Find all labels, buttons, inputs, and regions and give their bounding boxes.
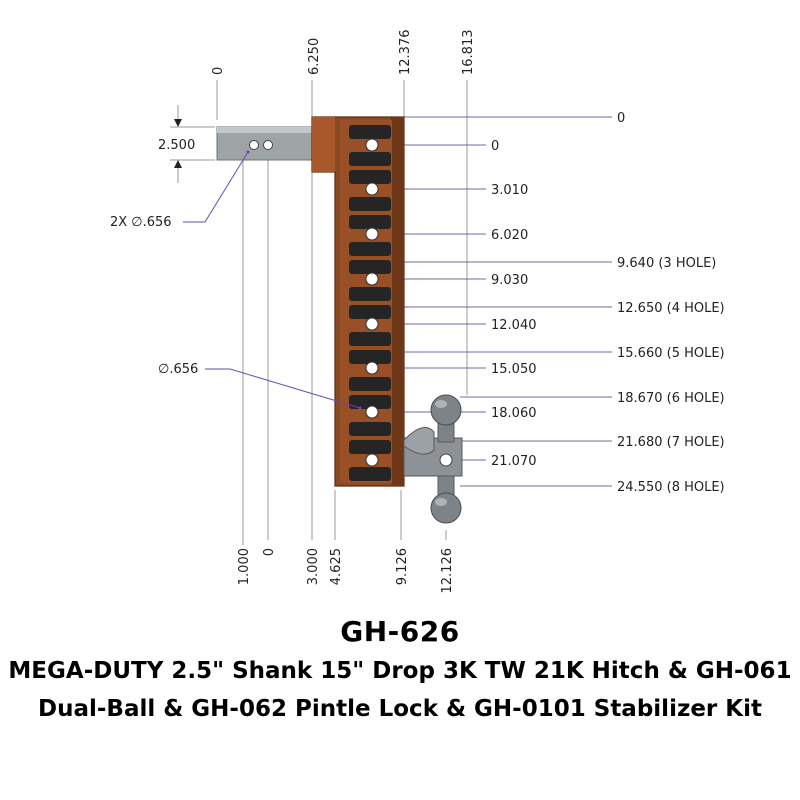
hole-diameter-callout: ∅.656	[158, 362, 198, 377]
bottom-dim-4: 9.126	[395, 548, 410, 585]
hitch-slot	[349, 125, 391, 139]
top-dim-3: 16.813	[461, 30, 476, 76]
title-block: GH-626 MEGA-DUTY 2.5" Shank 15" Drop 3K …	[0, 612, 800, 728]
right-dim: 0	[617, 111, 625, 126]
product-description-line-1: MEGA-DUTY 2.5" Shank 15" Drop 3K TW 21K …	[8, 658, 792, 684]
pintle-pin-hole	[439, 453, 453, 467]
bottom-dim-3: 4.625	[329, 548, 344, 585]
hitch-slot	[349, 170, 391, 184]
vertical-extension-lines	[216, 80, 468, 545]
shank-height-label: 2.500	[158, 138, 195, 153]
top-dim-1: 6.250	[307, 38, 322, 75]
hitch-slot	[349, 242, 391, 256]
shank-height-dimension	[170, 105, 215, 183]
lower-ball	[430, 492, 462, 524]
right-dim: 12.650 (4 HOLE)	[617, 301, 725, 316]
hitch-dimension-drawing: 0 6.250 12.376 16.813 0 0 3.010 6.020 9.…	[110, 30, 725, 594]
shank-hole	[249, 140, 259, 150]
right-dim: 3.010	[491, 183, 528, 198]
hitch-slot	[349, 287, 391, 301]
top-dimension-labels: 0 6.250 12.376 16.813	[211, 30, 476, 76]
right-dim: 21.680 (7 HOLE)	[617, 435, 725, 450]
bottom-dim-2: 3.000	[306, 548, 321, 585]
hitch-slot	[349, 467, 391, 481]
hitch-slot	[349, 197, 391, 211]
model-number: GH-626	[340, 615, 460, 648]
hitch-slot	[349, 440, 391, 454]
hitch-slots	[349, 125, 391, 481]
right-dim: 18.670 (6 HOLE)	[617, 391, 725, 406]
hitch-slot	[349, 332, 391, 346]
hitch-hole	[365, 361, 379, 375]
hitch-slot	[349, 260, 391, 274]
bottom-dim-1: 0	[262, 548, 277, 556]
bottom-dim-0: 1.000	[237, 548, 252, 585]
bottom-dimension-labels: 1.000 0 3.000 4.625 9.126 12.126	[237, 548, 455, 594]
right-dim: 9.030	[491, 273, 528, 288]
hitch-slot	[349, 377, 391, 391]
right-dim: 18.060	[491, 406, 537, 421]
receiver-shank	[216, 126, 314, 161]
hitch-slot	[349, 215, 391, 229]
hitch-hole	[365, 227, 379, 241]
hitch-hole	[365, 405, 379, 419]
top-dim-2: 12.376	[398, 30, 413, 76]
hitch-hole	[365, 272, 379, 286]
hitch-slot	[349, 152, 391, 166]
shank-hole	[263, 140, 273, 150]
product-description-line-2: Dual-Ball & GH-062 Pintle Lock & GH-0101…	[38, 696, 762, 722]
hitch-slot	[349, 305, 391, 319]
right-dim: 15.660 (5 HOLE)	[617, 346, 725, 361]
right-dim: 24.550 (8 HOLE)	[617, 480, 725, 495]
hitch-hole	[365, 317, 379, 331]
hole-callout-leaders	[183, 150, 362, 410]
shank-holes-callout: 2X ∅.656	[110, 215, 172, 230]
upper-ball	[430, 394, 462, 426]
bottom-dim-5: 12.126	[440, 548, 455, 594]
right-dim: 0	[491, 139, 499, 154]
right-dim: 15.050	[491, 362, 537, 377]
right-dim: 12.040	[491, 318, 537, 333]
hitch-hole	[365, 138, 379, 152]
right-dimension-labels: 0 0 3.010 6.020 9.640 (3 HOLE) 9.030 12.…	[491, 111, 725, 495]
hitch-hole	[365, 182, 379, 196]
hitch-slot	[349, 395, 391, 409]
right-dim: 9.640 (3 HOLE)	[617, 256, 716, 271]
hitch-hole	[365, 453, 379, 467]
right-dim: 6.020	[491, 228, 528, 243]
hitch-slot	[349, 350, 391, 364]
right-dim: 21.070	[491, 454, 537, 469]
horizontal-leader-lines	[374, 116, 612, 487]
dual-ball-mount	[403, 394, 463, 524]
hitch-slot	[349, 422, 391, 436]
top-dim-0: 0	[211, 67, 226, 75]
